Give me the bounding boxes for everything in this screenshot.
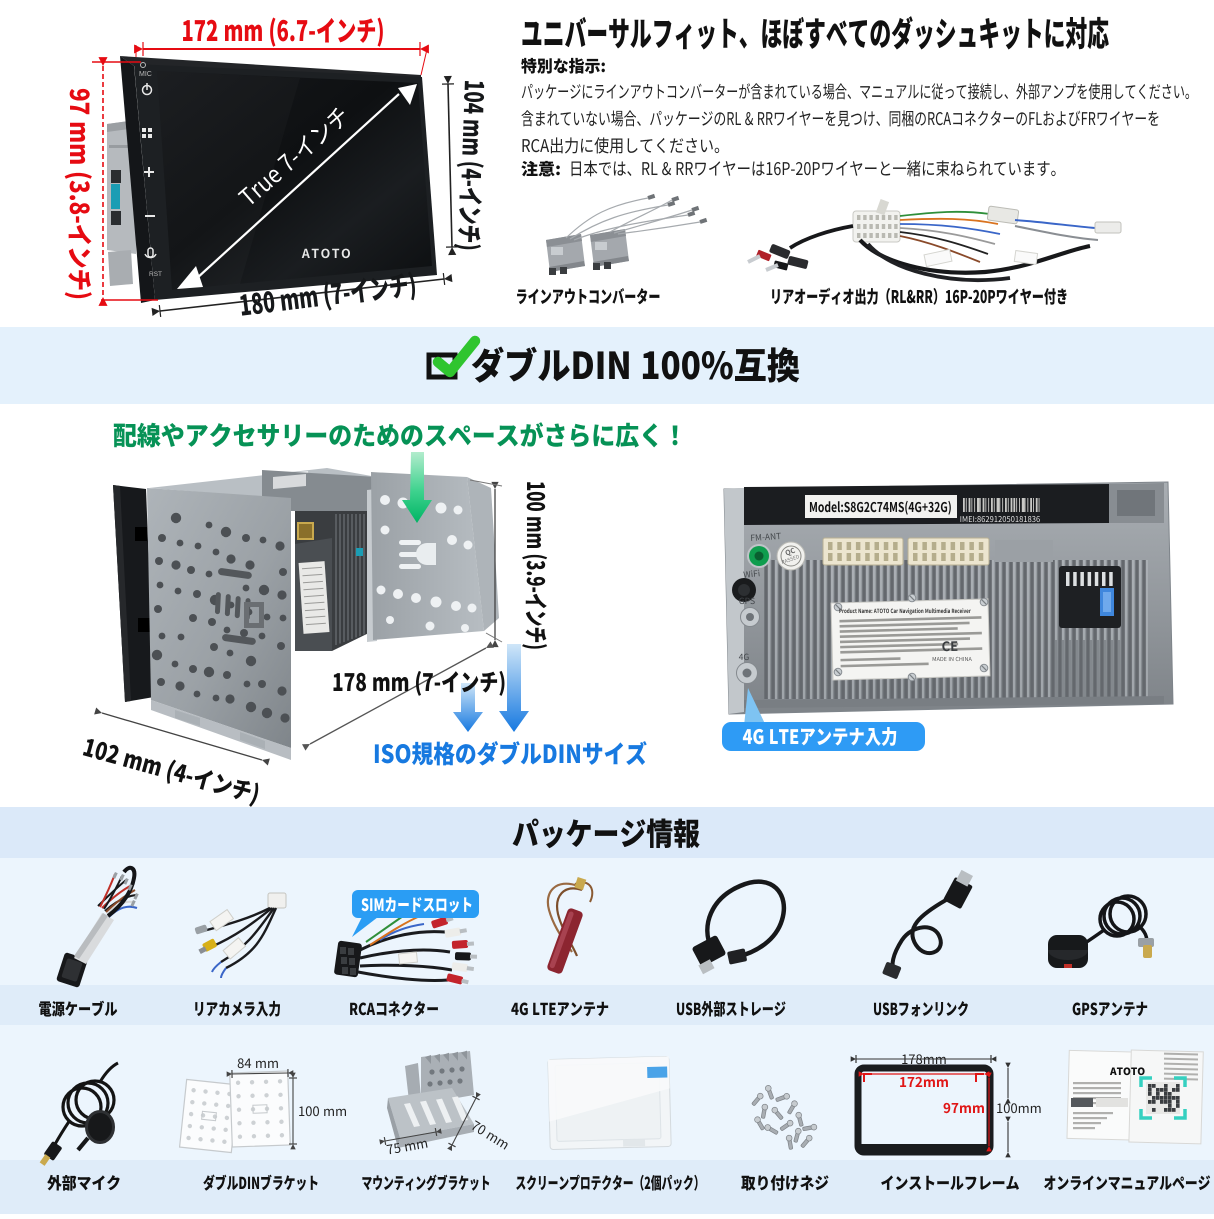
svg-text:MIC: MIC — [139, 71, 152, 78]
svg-text:RST: RST — [149, 271, 162, 278]
